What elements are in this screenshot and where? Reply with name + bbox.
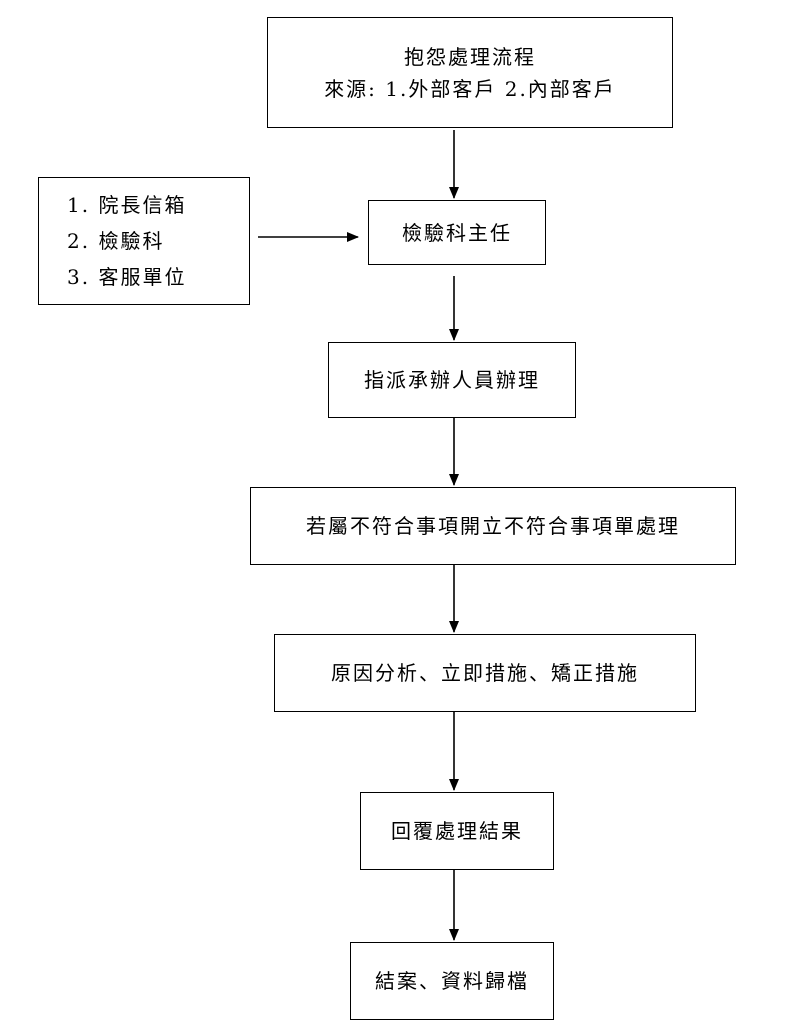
step-close-archive-label: 結案、資料歸檔 [375,969,529,993]
source-item-president-mailbox: 1. 院長信箱 [67,193,187,217]
step-reply-result-label: 回覆處理結果 [391,819,523,843]
step-reply-result: 回覆處理結果 [360,792,554,870]
step-assign-staff: 指派承辦人員辦理 [328,342,576,418]
source-description: 來源: 1.外部客戶 2.內部客戶 [324,76,616,101]
source-item-customer-service: 3. 客服單位 [67,265,187,289]
source-item-lab-department: 2. 檢驗科 [67,229,165,253]
title-box: 抱怨處理流程 來源: 1.外部客戶 2.內部客戶 [267,17,673,128]
step-nonconformity: 若屬不符合事項開立不符合事項單處理 [250,487,736,565]
step-director: 檢驗科主任 [368,200,546,265]
step-director-label: 檢驗科主任 [402,220,512,245]
flow-title: 抱怨處理流程 [404,44,536,69]
source-box: 1. 院長信箱 2. 檢驗科 3. 客服單位 [38,177,250,305]
step-analysis: 原因分析、立即措施、矯正措施 [274,634,696,712]
step-assign-staff-label: 指派承辦人員辦理 [364,368,540,392]
step-analysis-label: 原因分析、立即措施、矯正措施 [331,661,639,685]
step-nonconformity-label: 若屬不符合事項開立不符合事項單處理 [306,514,680,538]
step-close-archive: 結案、資料歸檔 [350,942,554,1020]
